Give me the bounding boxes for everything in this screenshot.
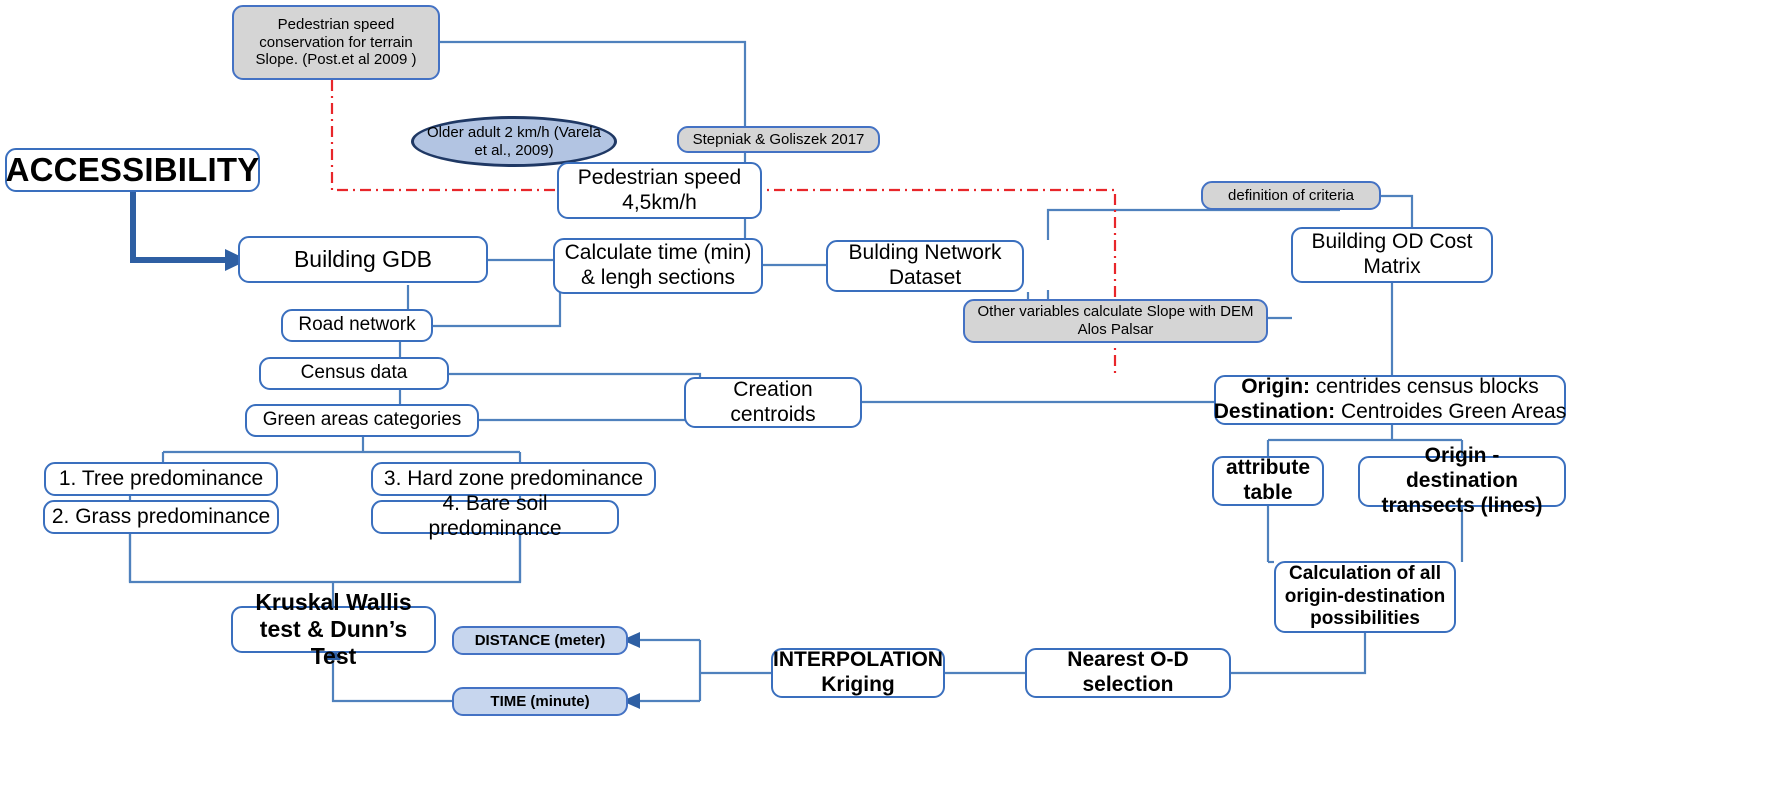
node-od-transects[interactable]: Origin - destination transects (lines) (1358, 444, 1566, 517)
node-stepniak-goliszek[interactable]: Stepniak & Goliszek 2017 (677, 126, 880, 153)
node-distance[interactable]: DISTANCE (meter) (452, 626, 628, 655)
node-time[interactable]: TIME (minute) (452, 687, 628, 716)
node-category-tree[interactable]: 1. Tree predominance (44, 462, 278, 496)
node-creation-centroids[interactable]: Creation centroids (684, 377, 862, 428)
node-attribute-table[interactable]: attribute table (1212, 456, 1324, 506)
node-calculate-time[interactable]: Calculate time (min) & lengh sections (553, 238, 763, 294)
node-building-network-dataset[interactable]: Bulding Network Dataset (826, 240, 1024, 292)
node-green-areas-categories[interactable]: Green areas categories (245, 404, 479, 437)
destination-line: Destination: Centroides Green Areas (1214, 400, 1566, 425)
origin-value: centrides census blocks (1310, 375, 1539, 399)
node-category-grass[interactable]: 2. Grass predominance (43, 500, 279, 534)
origin-label: Origin: (1241, 375, 1311, 399)
node-nearest-od-selection[interactable]: Nearest O-D selection (1025, 648, 1231, 698)
accessibility-arrow (130, 190, 225, 263)
destination-label: Destination: (1213, 400, 1336, 423)
node-category-hard-zone[interactable]: 3. Hard zone predominance (371, 462, 656, 496)
node-other-variables[interactable]: Other variables calculate Slope with DEM… (963, 299, 1268, 343)
destination-value: Centroides Green Areas (1335, 400, 1567, 423)
node-kruskal-wallis[interactable]: Kruskal Wallis test & Dunn’s Test (231, 589, 436, 669)
origin-line: Origin: centrides census blocks (1241, 375, 1539, 400)
node-calculation-all-possibilities[interactable]: Calculation of all origin-destination po… (1274, 561, 1456, 633)
node-building-od-cost-matrix[interactable]: Building OD Cost Matrix (1291, 227, 1493, 283)
node-origin-destination[interactable]: Origin: centrides census blocks Destinat… (1214, 375, 1566, 425)
node-pedestrian-speed[interactable]: Pedestrian speed 4,5km/h (557, 162, 762, 219)
node-category-bare-soil[interactable]: 4. Bare soil predominance (371, 492, 619, 540)
node-census-data[interactable]: Census data (259, 357, 449, 390)
node-interpolation-kriging[interactable]: INTERPOLATION Kriging (771, 648, 945, 698)
node-road-network[interactable]: Road network (281, 309, 433, 342)
node-definition-of-criteria[interactable]: definition of criteria (1201, 181, 1381, 210)
node-pedestrian-speed-conservation[interactable]: Pedestrian speed conservation for terrai… (232, 5, 440, 80)
node-accessibility[interactable]: ACCESSIBILITY (5, 148, 260, 192)
node-older-adult[interactable]: Older adult 2 km/h (Varela et al., 2009) (411, 116, 617, 167)
node-building-gdb[interactable]: Building GDB (238, 236, 488, 283)
